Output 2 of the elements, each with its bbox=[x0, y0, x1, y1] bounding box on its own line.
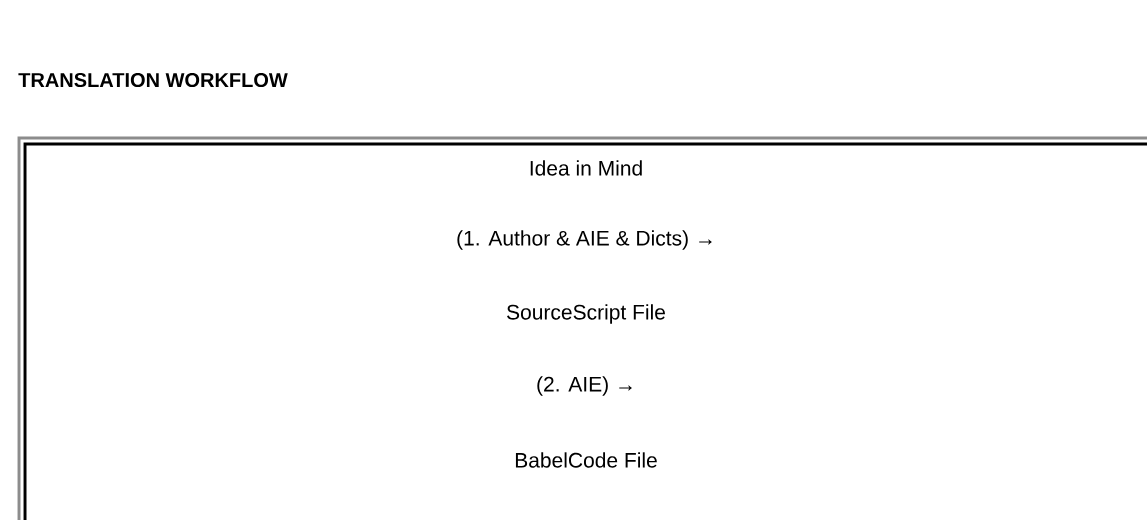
frame-box: Idea in Mind (1. Author & AIE & Dicts) → SourceScript File (2. AIE) → BabelCode File bbox=[17, 136, 1147, 520]
heading: TRANSLATION WORKFLOW bbox=[18, 72, 288, 88]
